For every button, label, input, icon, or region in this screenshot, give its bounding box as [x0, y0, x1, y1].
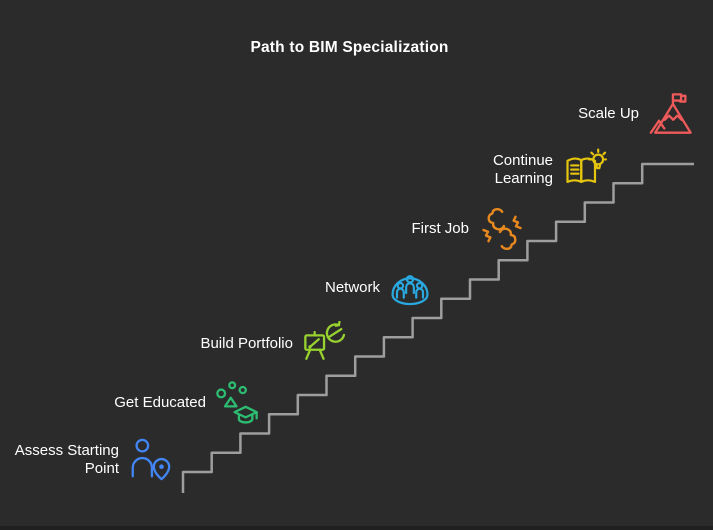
- stage-label: Continue Learning: [492, 151, 553, 187]
- stage-label: Get Educated: [114, 393, 206, 411]
- stage-get-educated: Get Educated: [114, 380, 260, 426]
- easel-refresh-icon: [301, 321, 349, 367]
- book-lightbulb-icon: [561, 148, 607, 192]
- people-group-icon: [388, 265, 432, 311]
- stage-scale-up: Scale Up: [578, 91, 695, 137]
- stage-assess-starting-point: Assess Starting Point: [7, 437, 173, 483]
- stage-label: First Job: [411, 219, 469, 237]
- graduation-cap-icon: [214, 380, 260, 426]
- stage-label: Scale Up: [578, 104, 639, 122]
- mountain-flag-icon: [647, 91, 695, 137]
- stage-label: Assess Starting Point: [14, 441, 119, 477]
- stage-label: Build Portfolio: [200, 334, 293, 352]
- page-title: Path to BIM Specialization: [250, 39, 449, 56]
- staircase-path: [181, 162, 694, 493]
- person-location-icon: [127, 437, 173, 483]
- stage-network: Network: [325, 265, 432, 311]
- bottom-edge-strip: [0, 526, 713, 530]
- stage-first-job: First Job: [411, 205, 527, 253]
- stage-build-portfolio: Build Portfolio: [200, 321, 349, 367]
- stage-label: Network: [324, 278, 380, 296]
- handshake-icon: [477, 205, 527, 253]
- stage-continue-learning: Continue Learning: [471, 148, 607, 192]
